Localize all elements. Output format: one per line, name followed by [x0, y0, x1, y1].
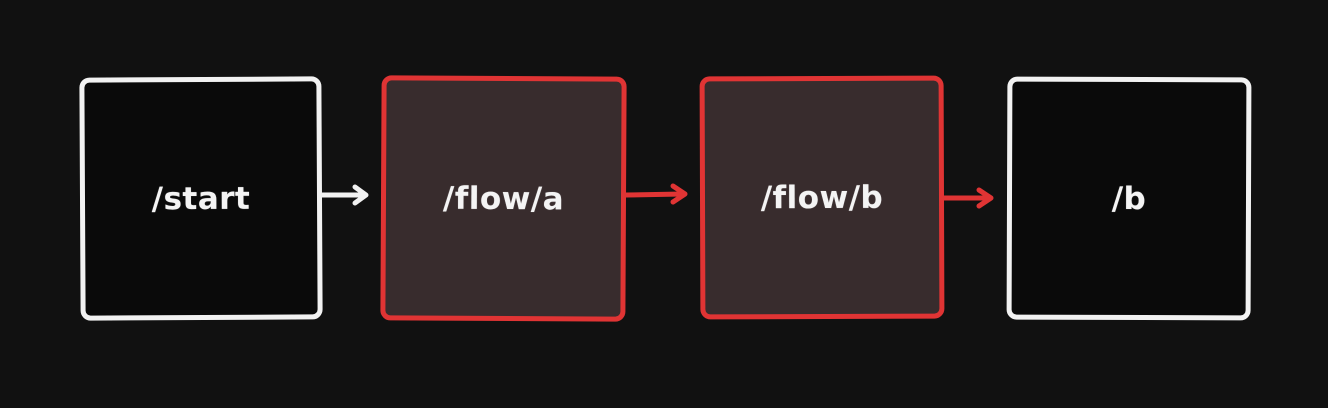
edge-start-to-flow-a [319, 184, 369, 206]
edge-flow-a-to-flow-b [623, 183, 688, 205]
edge-flow-b-to-b [941, 187, 994, 209]
